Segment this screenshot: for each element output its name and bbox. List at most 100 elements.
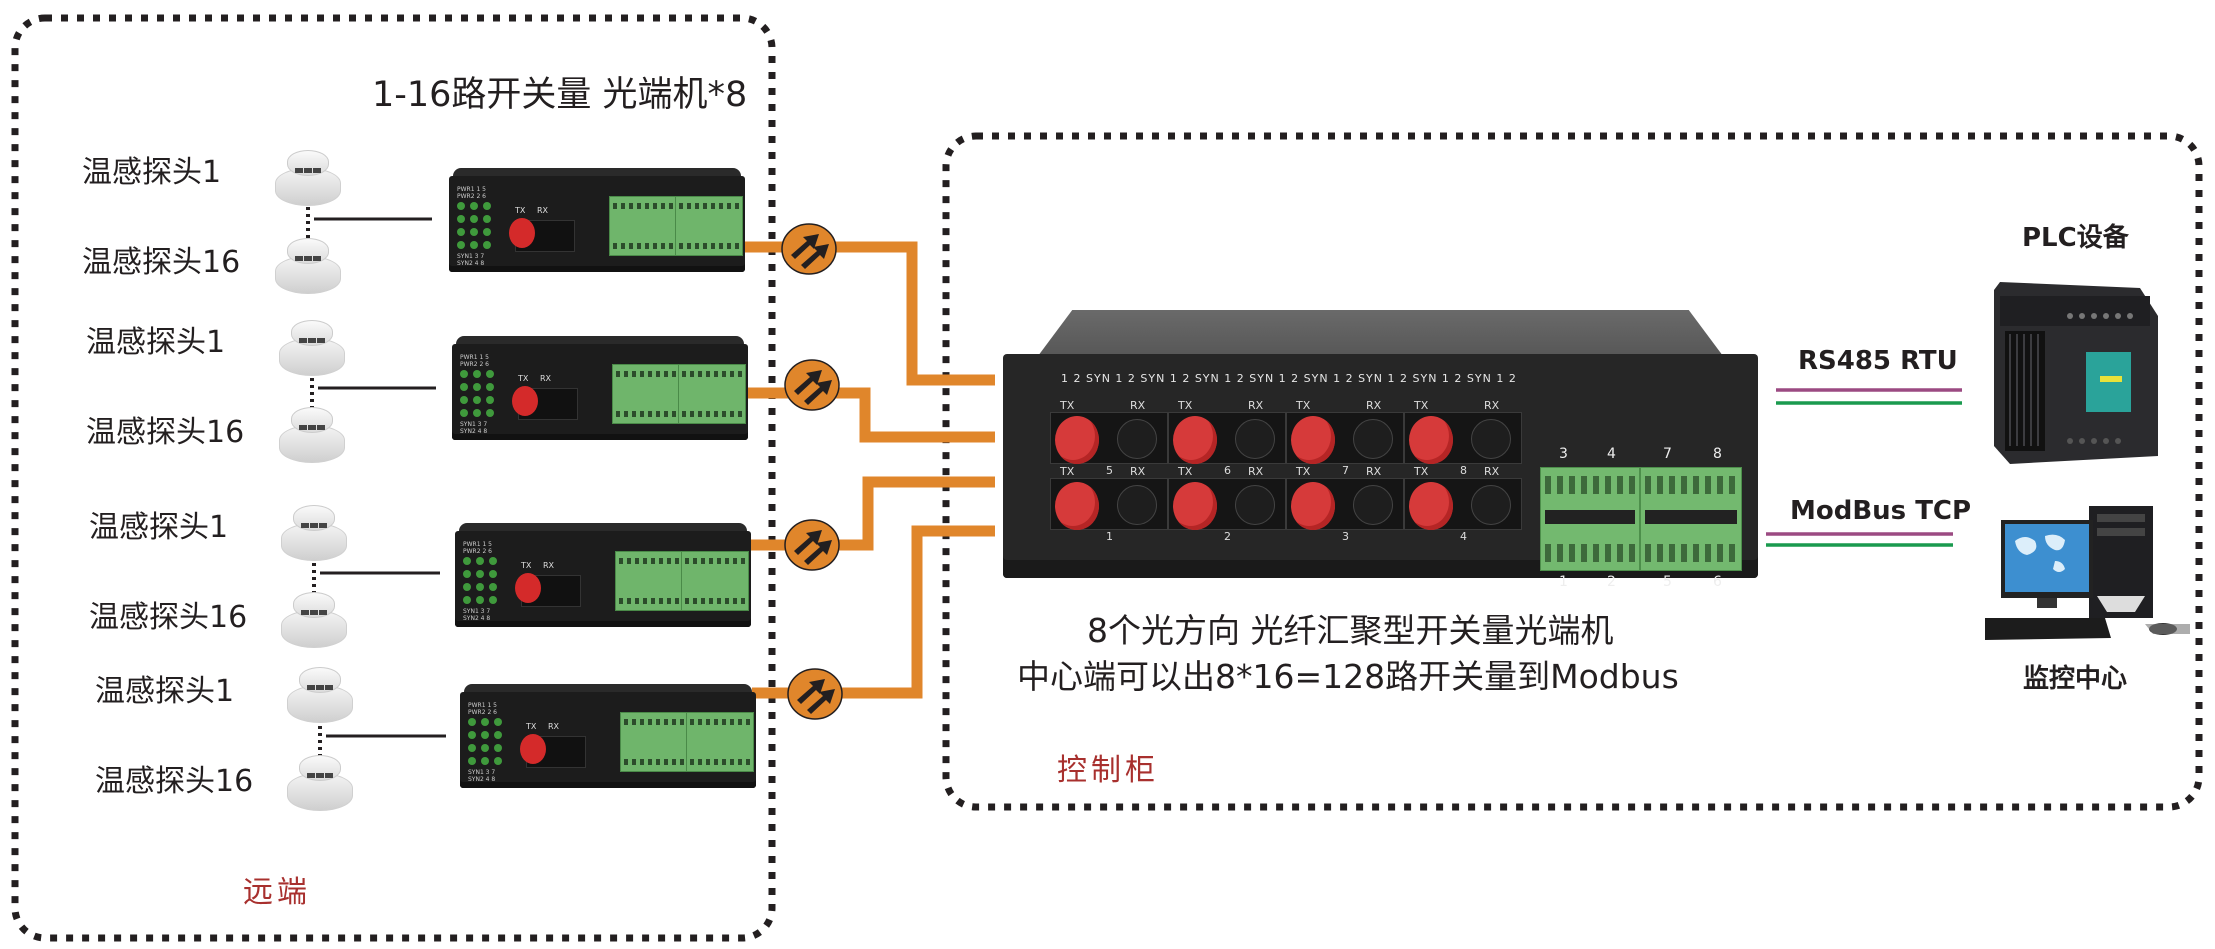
tx-connector xyxy=(1409,416,1453,464)
pwr2-label: PWR2 2 6 xyxy=(460,361,489,368)
temperature-sensor-icon xyxy=(279,318,345,376)
status-led-grid xyxy=(463,545,509,617)
desktop-computer-icon xyxy=(1981,506,2190,640)
syn1-label: SYN1 3 7 xyxy=(460,421,488,428)
fiber-port-pair xyxy=(1404,478,1522,530)
pwr1-label: PWR1 1 5 xyxy=(457,186,486,193)
rx-label: RX xyxy=(1366,465,1382,478)
terminal-number: 4 xyxy=(1607,446,1616,462)
port-number: 6 xyxy=(1224,464,1231,477)
fiber-link-icon-1 xyxy=(781,223,837,275)
tx-connector xyxy=(515,573,541,603)
led-row-label: 1 2 SYN 1 2 SYN 1 2 SYN 1 2 SYN 1 2 SYN … xyxy=(1061,372,1517,385)
temperature-sensor-icon xyxy=(275,236,341,294)
rx-port xyxy=(1471,419,1511,459)
fiber-link-icon-2 xyxy=(784,359,840,411)
fiber-port-pair xyxy=(1168,478,1286,530)
status-led-grid xyxy=(460,358,506,430)
rx-label: RX xyxy=(1484,399,1500,412)
pwr1-label: PWR1 1 5 xyxy=(468,702,497,709)
tx-label: TX xyxy=(526,722,537,731)
rx-label: RX xyxy=(1130,465,1146,478)
sensor-label-group3-last: 温感探头16 xyxy=(89,600,248,635)
terminal-number: 3 xyxy=(1559,446,1568,462)
terminal-number: 1 xyxy=(1559,574,1568,590)
terminal-block xyxy=(620,712,688,772)
rx-port xyxy=(1117,419,1157,459)
terminal-number: 2 xyxy=(1607,574,1616,590)
sensor-label-group2-first: 温感探头1 xyxy=(86,325,226,360)
rx-label: RX xyxy=(537,206,549,215)
sensor-chain-4 xyxy=(318,698,446,778)
remote-fiber-converter: PWR1 1 5 PWR2 2 6 SYN1 3 7 SYN2 4 8 TX R… xyxy=(455,523,751,627)
plc-device-icon xyxy=(1990,276,2160,466)
rx-port xyxy=(1117,485,1157,525)
fiber-port-pair xyxy=(1050,412,1168,464)
pwr2-label: PWR2 2 6 xyxy=(468,709,497,716)
syn2-label: SYN2 4 8 xyxy=(460,428,488,435)
remote-panel-title: 1-16路开关量 光端机*8 xyxy=(372,75,748,115)
pwr1-label: PWR1 1 5 xyxy=(460,354,489,361)
rx-port xyxy=(1353,485,1393,525)
terminal-block xyxy=(678,364,746,424)
syn1-label: SYN1 3 7 xyxy=(457,253,485,260)
rx-label: RX xyxy=(1248,399,1264,412)
pwr2-label: PWR2 2 6 xyxy=(457,193,486,200)
tx-label: TX xyxy=(1296,465,1311,478)
tx-label: TX xyxy=(1414,465,1429,478)
tx-label: TX xyxy=(515,206,526,215)
remote-fiber-converter: PWR1 1 5 PWR2 2 6 SYN1 3 7 SYN2 4 8 TX R… xyxy=(460,684,756,788)
terminal-block xyxy=(615,551,683,611)
tx-label: TX xyxy=(518,374,529,383)
tx-label: TX xyxy=(1178,399,1193,412)
status-led-grid xyxy=(468,706,514,778)
remote-fiber-converter: PWR1 1 5 PWR2 2 6 SYN1 3 7 SYN2 4 8 TX R… xyxy=(452,336,748,440)
syn1-label: SYN1 3 7 xyxy=(463,608,491,615)
sensor-chain-2 xyxy=(310,350,436,430)
modbus-tcp-label: ModBus TCP xyxy=(1790,496,1972,526)
monitoring-center-label: 监控中心 xyxy=(2023,664,2128,694)
temperature-sensor-icon xyxy=(287,665,353,723)
fiber-port-pair xyxy=(1286,478,1404,530)
fiber-link-icon-4 xyxy=(787,668,843,720)
temperature-sensor-icon xyxy=(281,503,347,561)
temperature-sensor-icon xyxy=(287,753,353,811)
rx-label: RX xyxy=(1366,399,1382,412)
rx-port xyxy=(1353,419,1393,459)
remote-region-border xyxy=(11,14,776,942)
fiber-port-pair xyxy=(1404,412,1522,464)
fiber-links xyxy=(742,241,995,699)
sensor-label-group4-first: 温感探头1 xyxy=(95,674,235,709)
sensor-chain-3 xyxy=(312,535,440,615)
pwr2-label: PWR2 2 6 xyxy=(463,548,492,555)
terminal-block-left xyxy=(1540,467,1640,571)
tx-connector xyxy=(1055,482,1099,530)
rx-label: RX xyxy=(548,722,560,731)
central-fiber-aggregator: 1 2 SYN 1 2 SYN 1 2 SYN 1 2 SYN 1 2 SYN … xyxy=(1003,310,1758,590)
rx-label: RX xyxy=(1484,465,1500,478)
tx-connector xyxy=(520,734,546,764)
tx-connector xyxy=(1173,416,1217,464)
front-panel: 1 2 SYN 1 2 SYN 1 2 SYN 1 2 SYN 1 2 SYN … xyxy=(1003,354,1758,590)
rx-port xyxy=(1235,485,1275,525)
pwr1-label: PWR1 1 5 xyxy=(463,541,492,548)
temperature-sensor-icon xyxy=(281,590,347,648)
sensor-label-group3-first: 温感探头1 xyxy=(89,510,229,545)
cabinet-caption: 控制柜 xyxy=(1057,753,1159,788)
remote-caption: 远端 xyxy=(243,875,311,910)
tx-connector xyxy=(1409,482,1453,530)
temperature-sensor-icon xyxy=(275,148,341,206)
port-number: 2 xyxy=(1224,530,1231,543)
rx-label: RX xyxy=(1248,465,1264,478)
terminal-number: 6 xyxy=(1713,574,1722,590)
rx-label: RX xyxy=(1130,399,1146,412)
rs485-rtu-label: RS485 RTU xyxy=(1798,346,1958,376)
fiber-port-pair xyxy=(1050,478,1168,530)
device-description-line1: 8个光方向 光纤汇聚型开关量光端机 xyxy=(1087,611,1614,650)
sensor-label-group1-last: 温感探头16 xyxy=(82,245,241,280)
tx-connector xyxy=(1173,482,1217,530)
tx-connector xyxy=(1291,416,1335,464)
terminal-block xyxy=(609,196,677,256)
port-number: 1 xyxy=(1106,530,1113,543)
